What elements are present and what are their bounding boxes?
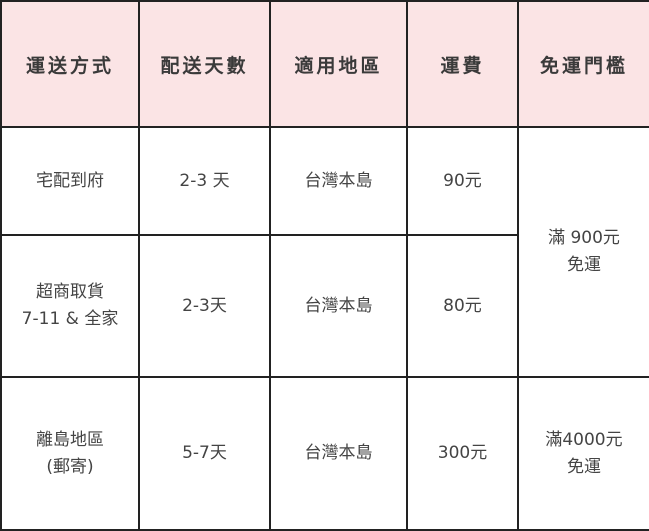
header-delivery-days: 配送天數	[138, 0, 271, 128]
fee-cell: 300元	[406, 376, 519, 531]
region-cell: 台灣本島	[269, 376, 408, 531]
header-free-shipping-threshold: 免運門檻	[517, 0, 649, 128]
free-shipping-cell: 滿 900元 免運	[517, 126, 649, 378]
shipping-method-text: 離島地區	[36, 429, 104, 450]
delivery-days-cell: 5-7天	[138, 376, 271, 531]
fee-cell: 80元	[406, 234, 519, 378]
free-shipping-threshold-text: 滿4000元	[545, 429, 623, 450]
free-shipping-label: 免運	[567, 456, 601, 477]
shipping-method-subtext: (郵寄)	[46, 456, 94, 477]
header-shipping-fee: 運費	[406, 0, 519, 128]
table-row: 離島地區 (郵寄) 5-7天 台灣本島 300元 滿4000元 免運	[0, 376, 649, 531]
shipping-method-subtext: 7-11 & 全家	[21, 309, 119, 329]
region-cell: 台灣本島	[269, 234, 408, 378]
header-applicable-region: 適用地區	[269, 0, 408, 128]
shipping-method-text: 超商取貨	[36, 282, 104, 302]
free-shipping-cell: 滿4000元 免運	[517, 376, 649, 531]
shipping-method-cell: 宅配到府	[0, 126, 140, 236]
table-row: 宅配到府 2-3 天 台灣本島 90元 滿 900元 免運	[0, 126, 649, 378]
free-shipping-threshold-text: 滿 900元	[548, 228, 620, 248]
shipping-method-cell: 超商取貨 7-11 & 全家	[0, 234, 140, 378]
free-shipping-label: 免運	[567, 255, 601, 275]
fee-cell: 90元	[406, 126, 519, 236]
shipping-method-cell: 離島地區 (郵寄)	[0, 376, 140, 531]
region-cell: 台灣本島	[269, 126, 408, 236]
header-row: 運送方式 配送天數 適用地區 運費 免運門檻	[0, 0, 649, 128]
shipping-method-text: 宅配到府	[36, 170, 104, 191]
delivery-days-cell: 2-3 天	[138, 126, 271, 236]
header-shipping-method: 運送方式	[0, 0, 140, 128]
delivery-days-cell: 2-3天	[138, 234, 271, 378]
table-row: 超商取貨 7-11 & 全家 2-3天 台灣本島 80元	[0, 234, 649, 378]
